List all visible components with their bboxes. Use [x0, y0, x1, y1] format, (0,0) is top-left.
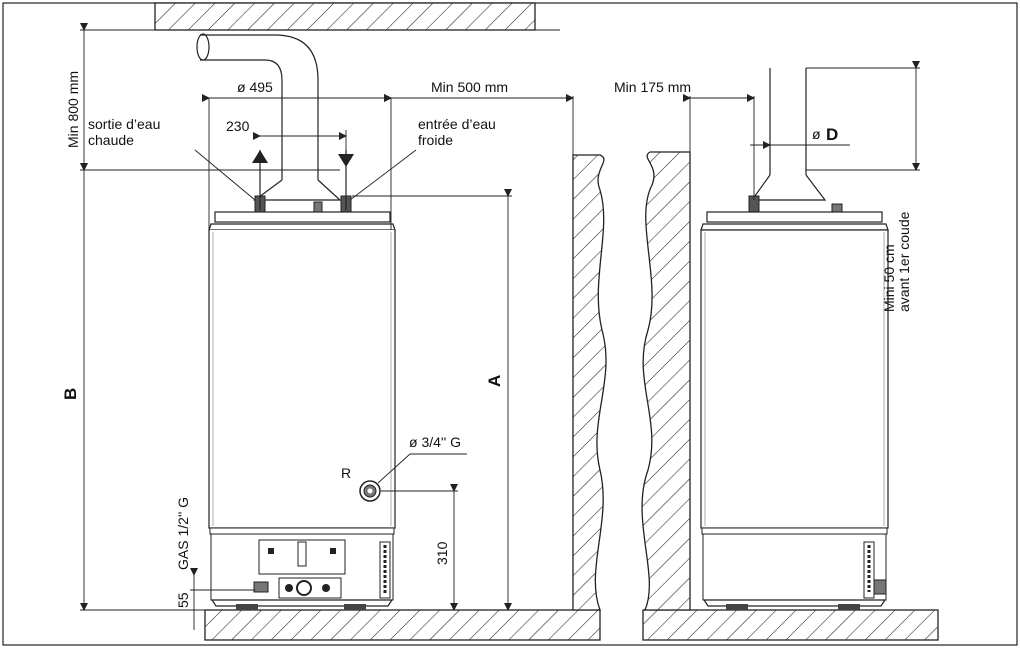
water-heater-front	[196, 33, 396, 610]
label-min-800: Min 800 mm	[65, 71, 81, 148]
floor-right	[642, 609, 939, 641]
label-dia-495: ø 495	[237, 79, 273, 95]
label-cold-inlet-2: froide	[418, 132, 453, 148]
label-dia-d-prefix: ø	[812, 126, 821, 142]
label-hot-outlet-2: chaude	[88, 132, 134, 148]
label-310: 310	[434, 541, 450, 565]
label-dia-3-4: ø 3/4'' G	[409, 434, 461, 450]
label-mini-50-2: avant 1er coude	[896, 211, 912, 312]
hot-water-arrow	[252, 150, 268, 163]
label-b: B	[61, 388, 80, 400]
water-heater-side	[700, 68, 889, 610]
ceiling	[154, 2, 536, 31]
label-cold-inlet-1: entrée d’eau	[418, 116, 496, 132]
label-gas: GAS 1/2'' G	[175, 497, 191, 570]
label-min-500: Min 500 mm	[431, 79, 508, 95]
label-dia-d: D	[826, 125, 838, 144]
wall-left-view	[572, 154, 607, 611]
floor-left	[204, 609, 601, 641]
label-min-175: Min 175 mm	[614, 79, 691, 95]
label-a: A	[485, 375, 504, 387]
wall-right-view	[641, 151, 691, 611]
label-mini-50-1: Mini 50 cm	[881, 244, 897, 312]
label-hot-outlet-1: sortie d’eau	[88, 116, 160, 132]
label-55: 55	[175, 592, 191, 608]
label-r: R	[341, 465, 351, 481]
cold-water-arrow	[338, 154, 354, 167]
label-230: 230	[226, 118, 250, 134]
